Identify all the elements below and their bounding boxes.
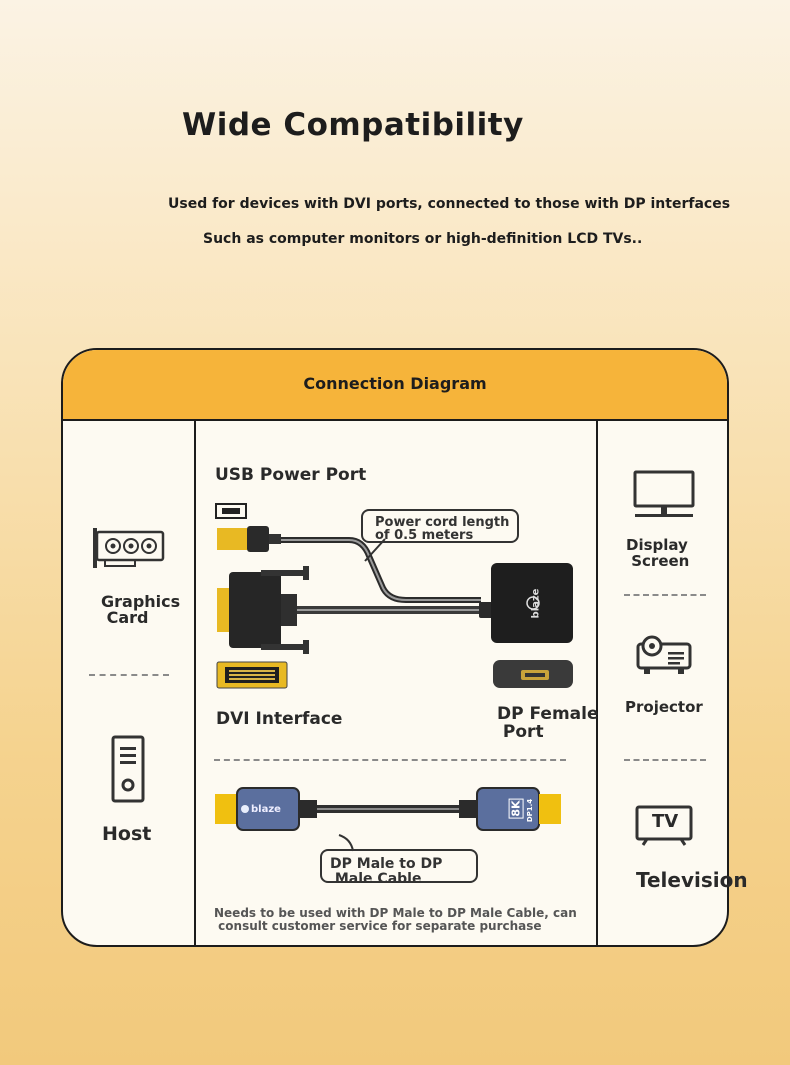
graphics-card-icon: [93, 528, 165, 568]
projector-label: Projector: [625, 698, 703, 716]
television-label: Television: [636, 868, 748, 892]
dp-female-port-label: DP Female Port: [497, 704, 599, 742]
host-computer-icon: [111, 735, 145, 803]
power-cord-length-text: Power cord length of 0.5 meters: [375, 515, 510, 543]
page-headline: Wide Compatibility: [182, 107, 524, 143]
usb-power-port-label: USB Power Port: [215, 465, 367, 485]
cable-callout: DP Male to DP Male Cable: [320, 849, 478, 887]
divider-right: [596, 421, 598, 945]
cable-8k-badge: 8K: [508, 798, 524, 819]
purchase-note: Needs to be used with DP Male to DP Male…: [214, 906, 577, 933]
tv-icon-text: TV: [652, 811, 679, 832]
diagram-header: Connection Diagram: [63, 350, 727, 421]
dvi-interface-label: DVI Interface: [216, 709, 343, 729]
host-label: Host: [102, 823, 152, 845]
adapter-brand-text: blaze: [530, 588, 542, 619]
cable-dp-badge: DP1.4: [526, 798, 535, 823]
subtitle-line-2: Such as computer monitors or high-defini…: [203, 231, 643, 247]
right-divider-dashed-2: [624, 759, 706, 761]
monitor-icon: [633, 470, 695, 517]
power-cord-callout: Power cord length of 0.5 meters: [361, 509, 519, 543]
center-divider-dashed: [214, 759, 566, 761]
cable-brand-text: blaze: [251, 804, 281, 815]
right-divider-dashed-1: [624, 594, 706, 596]
dp-cable-label: DP Male to DP Male Cable: [330, 856, 443, 887]
television-icon: [635, 805, 693, 846]
subtitle-line-1: Used for devices with DVI ports, connect…: [168, 196, 731, 212]
adapter-illustration: [215, 503, 573, 689]
callout-pointer-icon: [364, 538, 386, 562]
dp-cable-illustration: [215, 787, 561, 831]
projector-icon: [636, 635, 692, 674]
connection-diagram-card: Connection Diagram Graphics Card Host US…: [61, 348, 729, 947]
cable-callout-pointer-icon: [338, 834, 354, 852]
diagram-title: Connection Diagram: [303, 374, 487, 393]
divider-left: [194, 421, 196, 945]
graphics-card-label: Graphics Card: [101, 592, 181, 627]
display-screen-label: Display Screen: [626, 536, 690, 570]
left-divider-dashed: [89, 674, 169, 676]
